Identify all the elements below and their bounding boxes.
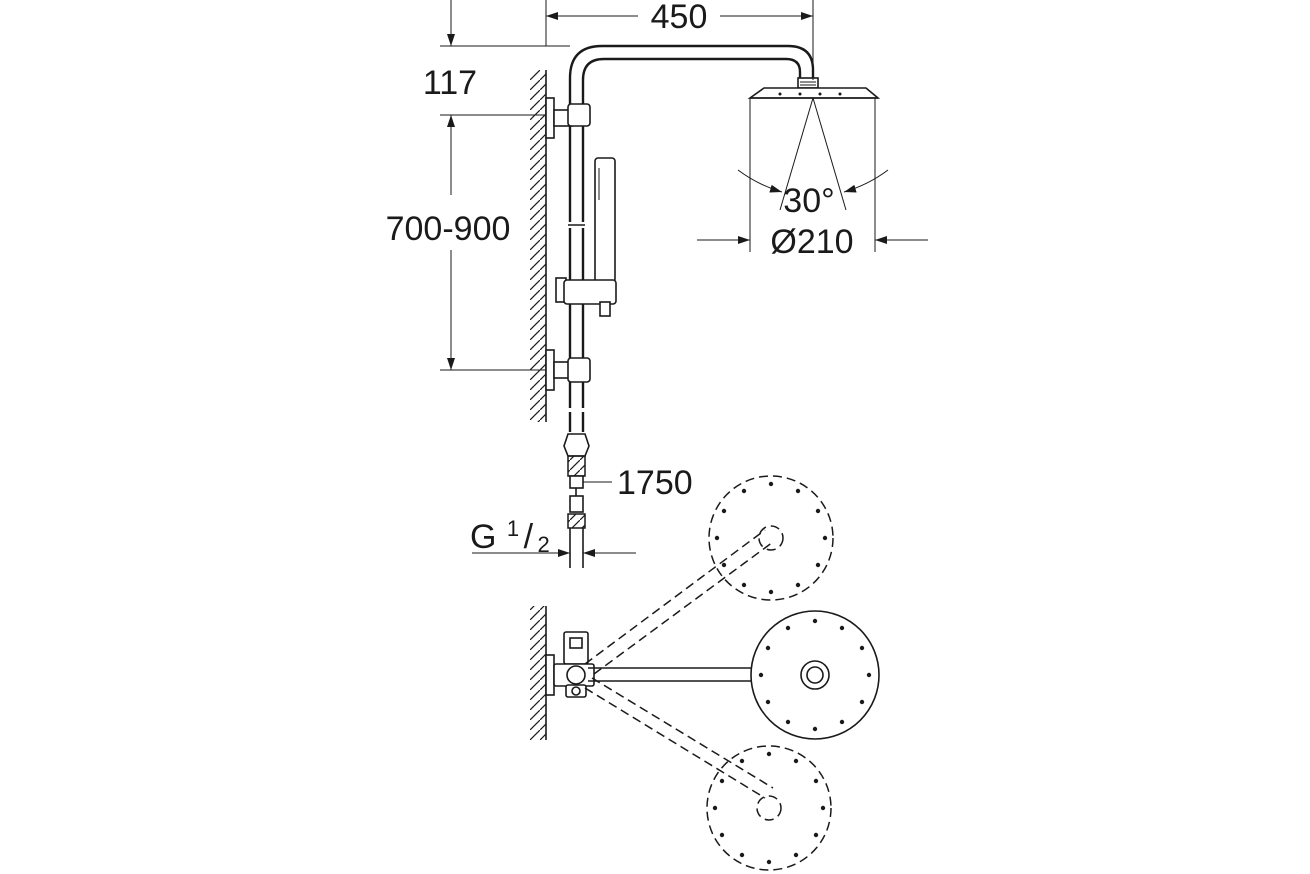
side-view: 450 117 700-900 30° (386, 0, 928, 568)
overhead-shower-head (747, 87, 881, 99)
dimension-label-1750: 1750 (617, 464, 693, 502)
wall-hatching-lower (530, 606, 547, 740)
head-connector (797, 77, 819, 89)
dimension-hose-1750: 1750 (583, 464, 693, 502)
shower-head-rotated-lower (706, 745, 832, 871)
hose-assembly (563, 412, 590, 568)
dimension-diameter-210: Ø210 (697, 223, 928, 261)
thread-size-indicator: G 1 / 2 (470, 516, 636, 557)
top-view (530, 475, 880, 871)
wall-bracket-upper (545, 97, 591, 139)
dimension-label-450: 450 (651, 0, 708, 36)
thread-label: G 1 / 2 (470, 516, 550, 557)
dimension-rail-700-900: 700-900 (386, 115, 546, 371)
arm-rotated-lower (584, 677, 774, 799)
dimension-width-450: 450 (545, 0, 814, 80)
dimension-label-diameter: Ø210 (770, 223, 853, 261)
slider (555, 277, 617, 317)
wall-hatching-upper (530, 70, 547, 422)
shower-head-rotated-upper (708, 475, 834, 601)
arm-rotated-upper (584, 529, 774, 675)
dimension-label-117: 117 (423, 64, 477, 102)
hand-shower (594, 157, 616, 293)
bracket-top-view (545, 631, 595, 698)
spray-angle-indicator: 30° (737, 97, 889, 252)
shower-head-top-view (750, 610, 880, 740)
spray-angle-label: 30° (783, 182, 834, 220)
dimension-label-700-900: 700-900 (386, 210, 511, 248)
shower-arm (568, 44, 815, 95)
